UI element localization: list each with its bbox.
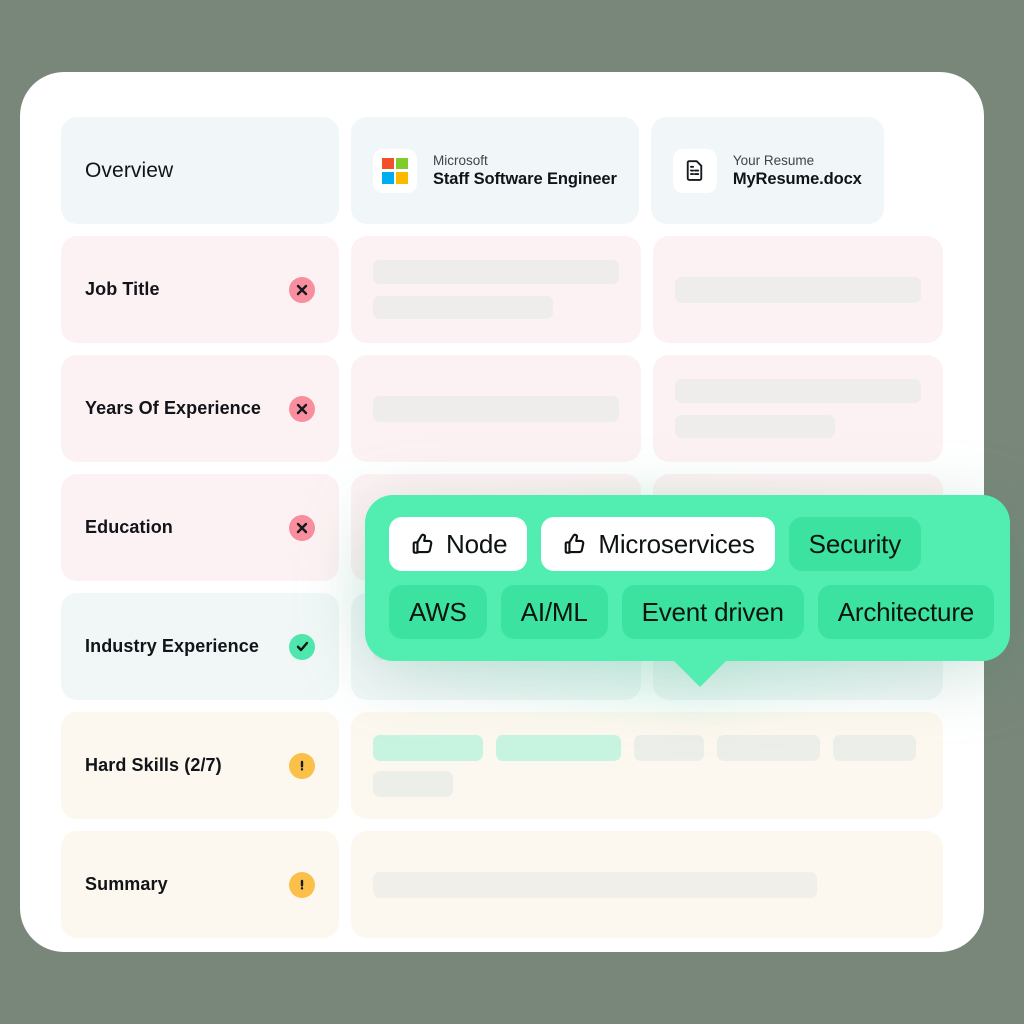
resume-cell-job-title xyxy=(653,236,943,343)
warning-circle-icon xyxy=(289,871,315,898)
row-label-text: Job Title xyxy=(85,279,160,299)
skill-tag-label: Node xyxy=(446,528,508,559)
row-label-summary[interactable]: Summary xyxy=(61,831,339,938)
job-posting-header[interactable]: Microsoft Staff Software Engineer xyxy=(351,117,639,224)
skill-tag-microservices[interactable]: Microservices xyxy=(541,517,775,571)
row-label-job-title[interactable]: Job Title xyxy=(61,236,339,343)
row-label-text: Industry Experience xyxy=(85,636,259,656)
skill-tag-label: Event driven xyxy=(641,596,784,627)
table-row: Years Of Experience xyxy=(61,355,943,462)
page-title: Overview xyxy=(85,158,174,182)
x-circle-icon xyxy=(289,276,315,303)
skill-chip xyxy=(833,734,916,761)
row-label-text: Hard Skills (2/7) xyxy=(85,755,222,775)
skill-tag-label: Microservices xyxy=(598,528,755,559)
skill-chip xyxy=(496,734,621,761)
job-cell-years-of-experience xyxy=(351,355,641,462)
skills-cell xyxy=(351,712,943,819)
skills-tooltip: Node Microservices Security AWS A xyxy=(365,495,1010,687)
skill-tag-architecture[interactable]: Architecture xyxy=(817,585,995,639)
skill-tag-label: Security xyxy=(808,528,902,559)
resume-header[interactable]: Your Resume MyResume.docx xyxy=(650,117,884,224)
row-label-years-of-experience[interactable]: Years Of Experience xyxy=(61,355,339,462)
skill-chip xyxy=(634,734,704,761)
skill-tag-label: AWS xyxy=(409,596,467,627)
skill-chip-line xyxy=(373,770,921,797)
document-icon xyxy=(672,148,717,193)
skill-tag-node[interactable]: Node xyxy=(389,517,528,571)
skeleton-bar xyxy=(675,414,835,438)
skeleton-bar xyxy=(675,276,921,303)
header-row: Overview Microsoft Staff Software Engine… xyxy=(61,117,943,224)
skill-tag-aws[interactable]: AWS xyxy=(389,585,487,639)
row-label-hard-skills[interactable]: Hard Skills (2/7) xyxy=(61,712,339,819)
skill-tag-label: Architecture xyxy=(837,596,975,627)
tooltip-tail xyxy=(673,660,727,687)
row-label-text: Education xyxy=(85,517,173,537)
summary-cell xyxy=(351,831,943,938)
skeleton-bar xyxy=(373,295,553,319)
row-label-text: Years Of Experience xyxy=(85,398,262,418)
skill-chip xyxy=(717,734,820,761)
table-row: Hard Skills (2/7) xyxy=(61,712,943,819)
microsoft-logo-icon xyxy=(373,148,417,193)
thumbs-up-icon xyxy=(561,531,588,558)
skill-chip xyxy=(373,734,483,761)
skill-tag-label: AI/ML xyxy=(520,596,588,627)
skill-tag-ai-ml[interactable]: AI/ML xyxy=(500,585,608,639)
thumbs-up-icon xyxy=(409,531,436,558)
tooltip-tag-line: Node Microservices Security xyxy=(389,517,986,571)
overview-cell: Overview xyxy=(61,117,339,224)
row-label-text: Summary xyxy=(85,874,168,894)
resume-filename: MyResume.docx xyxy=(732,169,862,188)
skeleton-bar xyxy=(675,379,921,403)
skill-chip-line xyxy=(373,734,921,761)
tooltip-tag-line: AWS AI/ML Event driven Architecture xyxy=(389,585,995,639)
skill-tag-security[interactable]: Security xyxy=(788,517,921,571)
x-circle-icon xyxy=(289,514,315,541)
row-label-education[interactable]: Education xyxy=(61,474,339,581)
resume-cell-years-of-experience xyxy=(653,355,943,462)
skeleton-bar xyxy=(373,871,817,898)
skill-chip xyxy=(373,770,453,797)
job-cell-job-title xyxy=(351,236,641,343)
job-company-name: Microsoft xyxy=(433,152,488,168)
table-row: Job Title xyxy=(61,236,943,343)
skeleton-bar xyxy=(373,395,619,422)
table-row: Summary xyxy=(61,831,943,938)
skill-tag-event-driven[interactable]: Event driven xyxy=(621,585,804,639)
skeleton-bar xyxy=(373,260,619,284)
warning-circle-icon xyxy=(289,752,315,779)
row-label-industry-experience[interactable]: Industry Experience xyxy=(61,593,339,700)
x-circle-icon xyxy=(289,395,315,422)
resume-caption: Your Resume xyxy=(732,152,815,168)
check-circle-icon xyxy=(289,633,315,660)
job-title-value: Staff Software Engineer xyxy=(433,169,617,188)
